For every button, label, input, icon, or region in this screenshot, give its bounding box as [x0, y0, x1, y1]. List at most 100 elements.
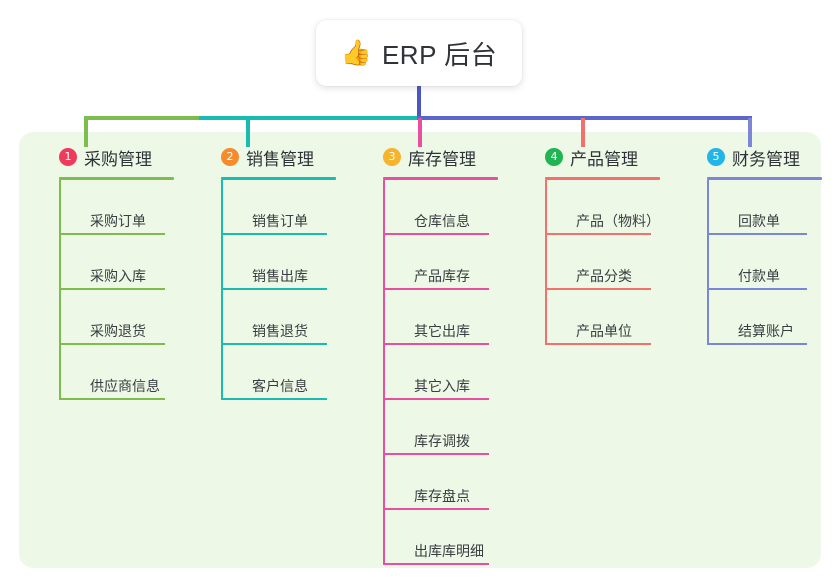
column-spine — [545, 180, 547, 345]
menu-item-label: 库存盘点 — [414, 488, 470, 504]
menu-item[interactable]: 销售退货 — [221, 290, 336, 345]
column-items: 产品（物料） 产品分类产品单位 — [545, 180, 660, 345]
menu-item-label: 产品单位 — [576, 323, 632, 339]
menu-item-label: 付款单 — [738, 268, 780, 284]
menu-item[interactable]: 库存盘点 — [383, 455, 498, 510]
column-title: 财务管理 — [732, 149, 800, 169]
column-spine — [221, 180, 223, 400]
menu-item[interactable]: 仓库信息 — [383, 180, 498, 235]
content-panel — [19, 132, 821, 568]
menu-item-rule — [383, 288, 489, 290]
menu-item[interactable]: 其它出库 — [383, 290, 498, 345]
menu-item-rule — [545, 343, 651, 345]
menu-item[interactable]: 产品（物料） — [545, 180, 660, 235]
menu-item-label: 出库库明细 — [414, 543, 484, 559]
column-header-rule — [545, 177, 660, 180]
menu-item-rule — [707, 288, 807, 290]
menu-item[interactable]: 销售订单 — [221, 180, 336, 235]
column-title: 销售管理 — [246, 149, 314, 169]
menu-item[interactable]: 采购退货 — [59, 290, 174, 345]
menu-item[interactable]: 销售出库 — [221, 235, 336, 290]
menu-item-label: 结算账户 — [738, 323, 794, 339]
menu-item[interactable]: 其它入库 — [383, 345, 498, 400]
menu-item-label: 采购入库 — [90, 268, 146, 284]
menu-item-rule — [707, 233, 807, 235]
column-title: 采购管理 — [84, 149, 152, 169]
menu-item[interactable]: 回款单 — [707, 180, 822, 235]
column-number-badge: 2 — [221, 148, 239, 166]
column-4: 4 产品管理产品（物料） 产品分类产品单位 — [524, 144, 660, 345]
menu-item-rule — [221, 398, 327, 400]
menu-item-rule — [221, 233, 327, 235]
column-header-rule — [221, 177, 336, 180]
menu-item[interactable]: 产品库存 — [383, 235, 498, 290]
column-header[interactable]: 1 采购管理 — [38, 144, 174, 170]
menu-item[interactable]: 产品单位 — [545, 290, 660, 345]
column-number-badge: 4 — [545, 148, 563, 166]
menu-item-rule — [383, 508, 489, 510]
column-spine — [707, 180, 709, 345]
menu-item-label: 产品库存 — [414, 268, 470, 284]
menu-item[interactable]: 库存调拨 — [383, 400, 498, 455]
column-items: 采购订单采购入库采购退货供应商信息 — [59, 180, 174, 400]
page-title: ERP 后台 — [381, 39, 498, 70]
menu-item-rule — [221, 288, 327, 290]
menu-item-rule — [221, 343, 327, 345]
column-items: 回款单付款单结算账户 — [707, 180, 822, 345]
menu-item-label: 销售退货 — [252, 323, 308, 339]
column-header[interactable]: 3 库存管理 — [362, 144, 498, 170]
menu-item-label: 销售订单 — [252, 213, 308, 229]
column-5: 5 财务管理回款单付款单结算账户 — [686, 144, 822, 345]
column-spine — [383, 180, 385, 565]
column-3: 3 库存管理仓库信息产品库存其它出库其它入库库存调拨库存盘点出库库明细 — [362, 144, 498, 565]
column-header-rule — [383, 177, 498, 180]
menu-item-rule — [383, 398, 489, 400]
column-items: 仓库信息产品库存其它出库其它入库库存调拨库存盘点出库库明细 — [383, 180, 498, 565]
menu-item[interactable]: 付款单 — [707, 235, 822, 290]
menu-item-rule — [545, 233, 651, 235]
menu-item-rule — [59, 398, 165, 400]
menu-item[interactable]: 供应商信息 — [59, 345, 174, 400]
column-header[interactable]: 5 财务管理 — [686, 144, 822, 170]
menu-item-label: 回款单 — [738, 213, 780, 229]
menu-item[interactable]: 结算账户 — [707, 290, 822, 345]
root-node[interactable]: 👍 ERP 后台 — [316, 20, 522, 86]
column-header-rule — [707, 177, 822, 180]
menu-item[interactable]: 采购订单 — [59, 180, 174, 235]
column-title: 库存管理 — [408, 149, 476, 169]
column-spine — [59, 180, 61, 400]
menu-item-rule — [707, 343, 807, 345]
column-number-badge: 5 — [707, 148, 725, 166]
menu-item-rule — [59, 288, 165, 290]
menu-item[interactable]: 出库库明细 — [383, 510, 498, 565]
menu-item-rule — [59, 343, 165, 345]
menu-item-label: 其它入库 — [414, 378, 470, 394]
menu-item-label: 仓库信息 — [414, 213, 470, 229]
menu-item[interactable]: 客户信息 — [221, 345, 336, 400]
column-header[interactable]: 2 销售管理 — [200, 144, 336, 170]
column-1: 1 采购管理采购订单采购入库采购退货供应商信息 — [38, 144, 174, 400]
menu-item-rule — [383, 563, 489, 565]
column-number-badge: 1 — [59, 148, 77, 166]
menu-item-label: 供应商信息 — [90, 378, 160, 394]
column-title: 产品管理 — [570, 149, 638, 169]
column-number-badge: 3 — [383, 148, 401, 166]
menu-item-label: 客户信息 — [252, 378, 308, 394]
menu-item[interactable]: 采购入库 — [59, 235, 174, 290]
menu-item-label: 库存调拨 — [414, 433, 470, 449]
column-header[interactable]: 4 产品管理 — [524, 144, 660, 170]
menu-item-label: 采购退货 — [90, 323, 146, 339]
menu-item-rule — [59, 233, 165, 235]
menu-item-rule — [383, 453, 489, 455]
menu-item-label: 采购订单 — [90, 213, 146, 229]
column-header-rule — [59, 177, 174, 180]
menu-item-label: 产品（物料） — [576, 213, 660, 229]
column-items: 销售订单销售出库销售退货客户信息 — [221, 180, 336, 400]
column-2: 2 销售管理销售订单销售出库销售退货客户信息 — [200, 144, 336, 400]
menu-item-rule — [383, 233, 489, 235]
menu-item-label: 其它出库 — [414, 323, 470, 339]
menu-item-rule — [545, 288, 651, 290]
menu-item-label: 销售出库 — [252, 268, 308, 284]
menu-item[interactable]: 产品分类 — [545, 235, 660, 290]
menu-item-label: 产品分类 — [576, 268, 632, 284]
